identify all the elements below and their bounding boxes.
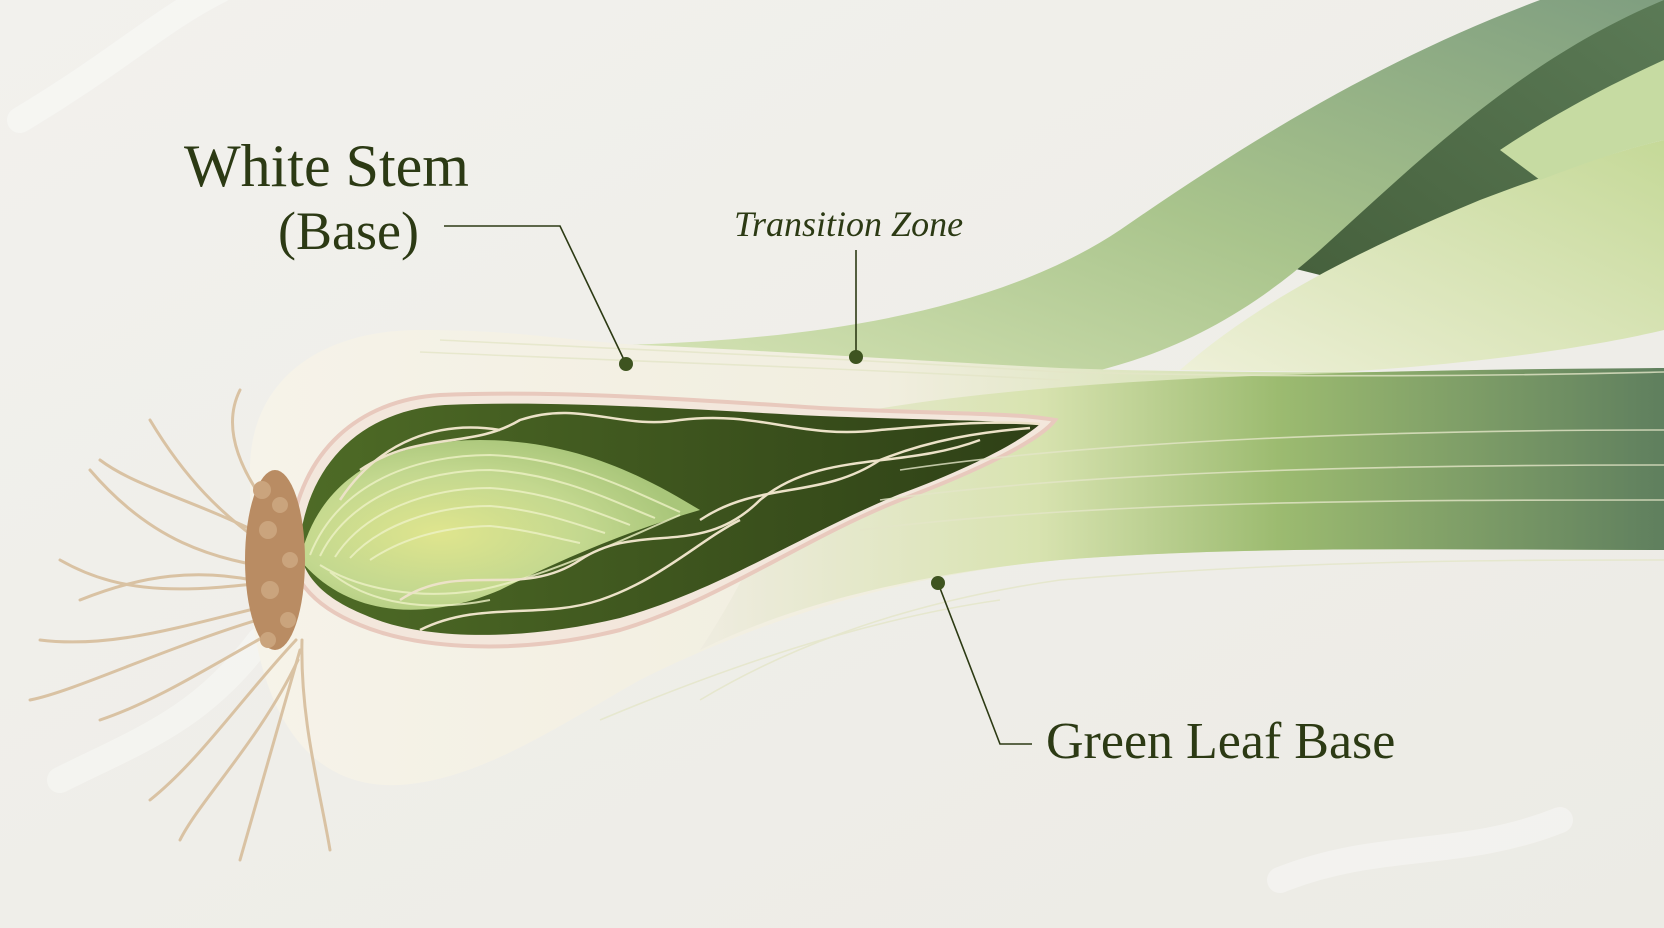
green-leaf-base-dot xyxy=(931,576,945,590)
transition-zone-dot xyxy=(849,350,863,364)
root-plate xyxy=(245,470,305,650)
white-stem-dot xyxy=(619,357,633,371)
white-stem-label: White Stem xyxy=(184,133,469,199)
callout-lines xyxy=(444,225,1032,745)
white-stem-sublabel: (Base) xyxy=(278,201,419,261)
transition-zone-label: Transition Zone xyxy=(734,204,964,244)
green-leaf-base-label: Green Leaf Base xyxy=(1046,713,1396,770)
